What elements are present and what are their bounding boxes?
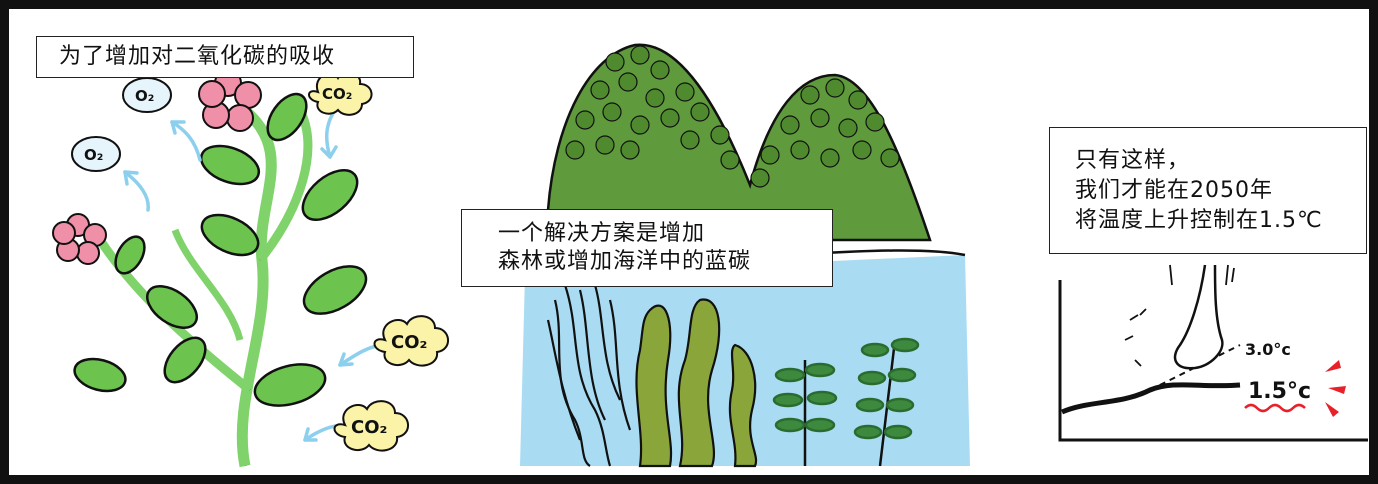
caption-panel-3-line-2: 我们才能在2050年 — [1075, 178, 1273, 203]
high-temp-label: 3.0°c — [1245, 340, 1291, 359]
plant-illustration — [52, 69, 368, 468]
forest-mountains — [546, 43, 932, 242]
seagrass — [772, 337, 920, 467]
caption-panel-3-line-3: 将温度上升控制在1.5℃ — [1075, 208, 1323, 233]
caption-panel-3: 只有这样， 我们才能在2050年 将温度上升控制在1.5℃ — [1049, 127, 1367, 254]
o2-bubble-top — [122, 77, 172, 113]
seaweed-strands — [546, 284, 632, 467]
motion-lines — [1124, 264, 1235, 367]
comic-illustration: O₂ O₂ CO₂ CO₂ CO₂ — [52, 43, 1368, 468]
co2-label-mid: CO₂ — [391, 332, 427, 353]
o2-bubble-left — [71, 136, 121, 172]
target-temp-label: 1.5°c — [1248, 379, 1311, 404]
target-underline — [1244, 403, 1306, 413]
co2-cloud-mid — [373, 315, 449, 367]
o2-label-top: O₂ — [135, 87, 154, 105]
emphasis-marks — [1325, 360, 1346, 417]
caption-panel-3-line-1: 只有这样， — [1075, 148, 1191, 173]
trees — [565, 45, 900, 188]
co2-label-top: CO₂ — [322, 85, 352, 103]
projected-line — [1149, 344, 1241, 391]
graph-axes — [1058, 280, 1368, 442]
caption-panel-1: 为了增加对二氧化碳的吸收 — [36, 36, 414, 78]
caption-panel-1-text: 为了增加对二氧化碳的吸收 — [59, 44, 336, 69]
co2-label-bottom: CO₂ — [351, 417, 387, 438]
o2-label-left: O₂ — [84, 146, 103, 164]
pushing-hand — [1173, 264, 1224, 370]
kelp — [635, 298, 758, 468]
co2-cloud-bottom — [333, 400, 409, 452]
caption-panel-2-line-1: 一个解决方案是增加 — [498, 221, 706, 246]
caption-panel-2-line-2: 森林或增加海洋中的蓝碳 — [498, 249, 752, 274]
co2-cloud-top — [308, 71, 373, 116]
caption-panel-2: 一个解决方案是增加 森林或增加海洋中的蓝碳 — [461, 209, 833, 287]
temperature-graph: 3.0°c 1.5°c — [1058, 264, 1368, 442]
